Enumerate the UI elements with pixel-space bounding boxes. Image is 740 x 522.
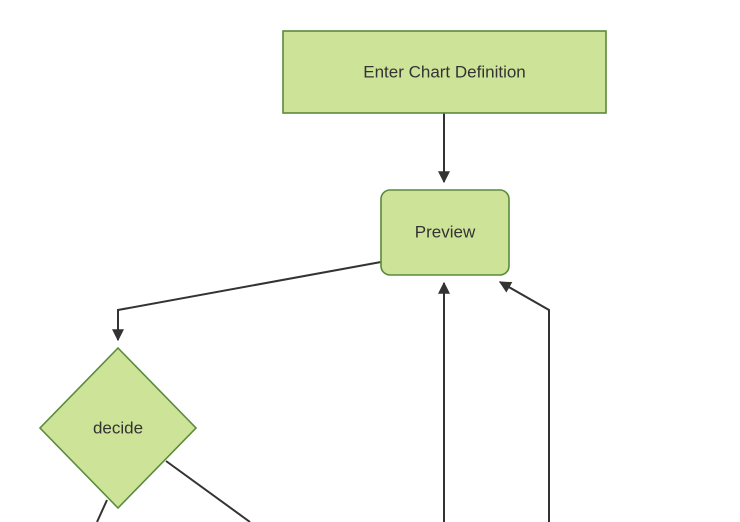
node-preview-shape[interactable] [380, 189, 510, 276]
node-enter-chart-definition[interactable]: Enter Chart Definition [282, 30, 607, 114]
node-decide-label: decide [93, 418, 143, 437]
node-layer: Enter Chart Definition Preview decide [38, 30, 607, 510]
edge-layer [96, 113, 550, 522]
node-enter-chart-definition-shape[interactable] [282, 30, 607, 114]
node-preview[interactable]: Preview [380, 189, 510, 276]
edge-bottom-right-to-preview [498, 281, 550, 522]
node-enter-chart-definition-label: Enter Chart Definition [363, 62, 526, 81]
edge-preview-to-decide [112, 261, 382, 342]
node-preview-label: Preview [415, 222, 476, 241]
edge-decide-to-offscreen-left [96, 499, 108, 522]
edge-decide-to-offscreen-right [165, 460, 251, 522]
node-decide[interactable]: decide [38, 346, 198, 510]
node-decide-shape[interactable] [38, 346, 198, 510]
